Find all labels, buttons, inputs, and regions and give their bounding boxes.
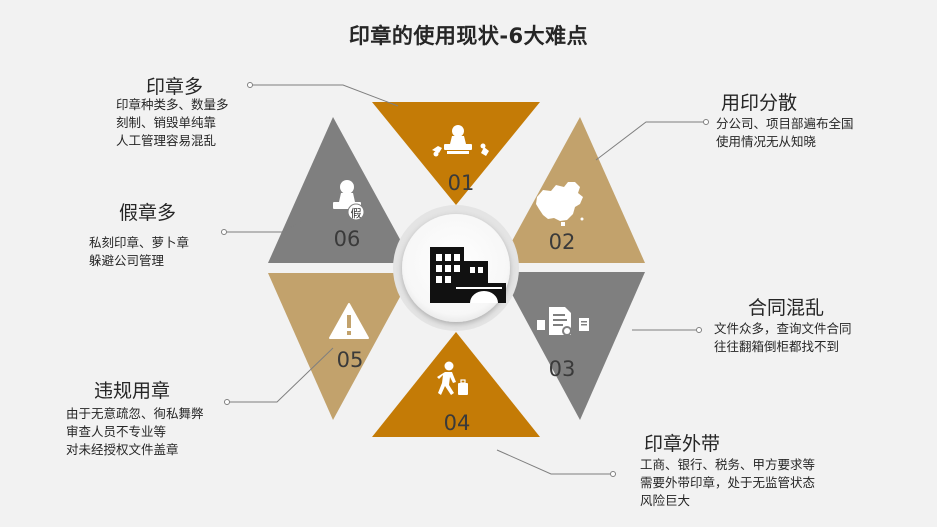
segment-04 xyxy=(372,332,540,437)
item-label-04: 印章外带 xyxy=(644,433,721,455)
item-desc-05: 由于无意疏忽、徇私舞弊 审查人员不专业等 对未经授权文件盖章 xyxy=(66,405,204,459)
desc-line: 工商、银行、税务、甲方要求等 xyxy=(640,457,816,472)
desc-line: 文件众多，查询文件合同 xyxy=(714,321,852,336)
desc-line: 躲避公司管理 xyxy=(89,253,165,268)
warning-icon xyxy=(329,303,369,339)
item-label-05: 违规用章 xyxy=(94,380,171,402)
desc-line: 人工管理容易混乱 xyxy=(116,133,217,148)
desc-line: 私刻印章、萝卜章 xyxy=(89,235,190,250)
segment-05 xyxy=(268,273,413,420)
segment-number-06: 06 xyxy=(334,227,361,251)
segment-number-01: 01 xyxy=(448,171,475,195)
desc-line: 风险巨大 xyxy=(640,493,691,508)
china-map-icon xyxy=(536,182,584,226)
building-icon xyxy=(430,247,506,303)
desc-line: 分公司、项目部遍布全国 xyxy=(716,116,854,131)
connector-lines xyxy=(224,84,706,475)
segment-03 xyxy=(500,272,645,420)
walking-person-icon xyxy=(437,361,468,395)
item-desc-04: 工商、银行、税务、甲方要求等 需要外带印章，处于无监管状态 风险巨大 xyxy=(640,456,815,510)
connector-dots xyxy=(221,82,709,477)
desc-line: 往往翻箱倒柜都找不到 xyxy=(714,339,840,354)
desc-line: 对未经授权文件盖章 xyxy=(66,442,179,457)
segment-number-05: 05 xyxy=(337,348,364,372)
segment-06 xyxy=(268,117,413,263)
fake-stamp-icon: 假 xyxy=(333,180,365,221)
documents-icon xyxy=(537,307,589,336)
desc-line: 刻制、销毁单纯靠 xyxy=(116,115,217,130)
segment-number-02: 02 xyxy=(549,230,576,254)
item-label-02: 用印分散 xyxy=(721,92,798,114)
desc-line: 印章种类多、数量多 xyxy=(116,97,229,112)
item-desc-03: 文件众多，查询文件合同 往往翻箱倒柜都找不到 xyxy=(714,320,852,356)
item-desc-06: 私刻印章、萝卜章 躲避公司管理 xyxy=(89,234,189,270)
stamp-hands-icon xyxy=(432,125,489,157)
item-desc-01: 印章种类多、数量多 刻制、销毁单纯靠 人工管理容易混乱 xyxy=(116,96,229,150)
item-label-01: 印章多 xyxy=(146,76,204,98)
page-title: 印章的使用现状-6大难点 xyxy=(348,24,589,48)
item-label-03: 合同混乱 xyxy=(748,297,825,319)
segment-number-03: 03 xyxy=(549,357,576,381)
segment-number-04: 04 xyxy=(444,411,471,435)
item-desc-02: 分公司、项目部遍布全国 使用情况无从知晓 xyxy=(716,115,854,151)
desc-line: 需要外带印章，处于无监管状态 xyxy=(640,475,816,490)
desc-line: 由于无意疏忽、徇私舞弊 xyxy=(66,406,204,421)
item-label-06: 假章多 xyxy=(119,202,177,224)
fake-stamp-char: 假 xyxy=(351,206,362,220)
desc-line: 审查人员不专业等 xyxy=(66,424,167,439)
desc-line: 使用情况无从知晓 xyxy=(716,134,817,149)
